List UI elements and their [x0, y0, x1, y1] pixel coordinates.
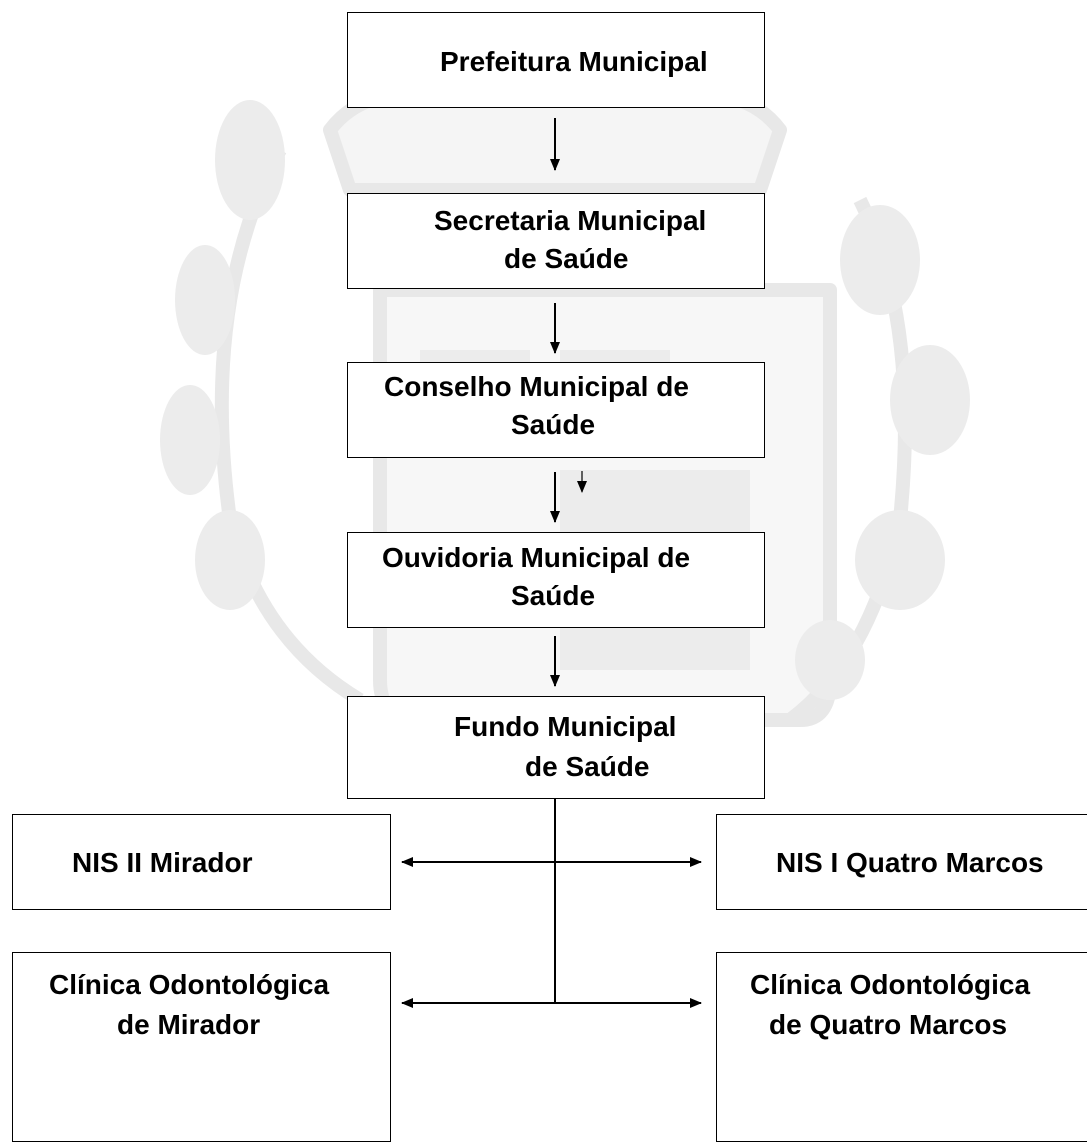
box-clinica-odontologica-de-mirador: Clínica Odontológica de Mirador: [12, 952, 391, 1142]
box-label-line1: Secretaria Municipal: [434, 205, 707, 236]
box-nis-ii-mirador: NIS II Mirador: [12, 814, 391, 910]
box-fundo-municipal-de-saude: Fundo Municipal de Saúde: [347, 696, 765, 799]
box-secretaria-municipal-de-saude: Secretaria Municipal de Saúde: [347, 193, 765, 289]
box-nis-i-quatro-marcos: NIS I Quatro Marcos: [716, 814, 1087, 910]
box-clinica-odontologica-de-quatro-marcos: Clínica Odontológica de Quatro Marcos: [716, 952, 1087, 1142]
box-label-line1: Ouvidoria Municipal de: [382, 542, 691, 573]
box-label-line2: de Mirador: [117, 1009, 261, 1040]
box-ouvidoria-municipal-de-saude: Ouvidoria Municipal de Saúde: [347, 532, 765, 628]
box-label-line2: Saúde: [511, 580, 596, 611]
box-label-line2: de Quatro Marcos: [769, 1009, 1008, 1040]
box-label: Prefeitura Municipal: [440, 46, 708, 77]
box-label: NIS I Quatro Marcos: [776, 847, 1044, 878]
box-label-line1: Conselho Municipal de: [384, 371, 689, 402]
box-label-line1: Clínica Odontológica: [49, 969, 330, 1000]
box-label-line1: Fundo Municipal: [454, 711, 677, 742]
box-prefeitura-municipal: Prefeitura Municipal: [347, 12, 765, 108]
box-label-line2: de Saúde: [504, 243, 629, 274]
box-label-line1: Clínica Odontológica: [750, 969, 1031, 1000]
box-conselho-municipal-de-saude: Conselho Municipal de Saúde: [347, 362, 765, 458]
box-label-line2: Saúde: [511, 409, 596, 440]
box-label: NIS II Mirador: [72, 847, 253, 878]
box-label-line2: de Saúde: [525, 751, 650, 782]
